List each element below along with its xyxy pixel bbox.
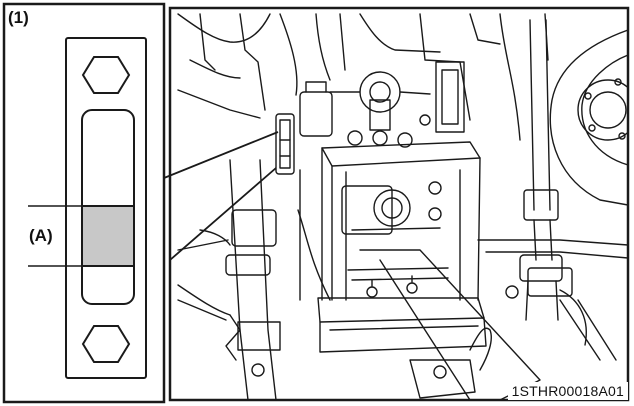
- tractor-rear-drawing: [177, 13, 628, 400]
- gauge-window-icon: [81, 109, 135, 305]
- detail-panel: [2, 2, 166, 404]
- hitch-frame: [297, 141, 487, 353]
- callout-a-label: (A): [29, 226, 53, 245]
- wheel-hub: [549, 29, 628, 206]
- hex-bolt-icon: [81, 56, 131, 94]
- main-panel: [168, 6, 630, 402]
- figure-number: (1): [8, 8, 29, 27]
- sight-glass-on-machine: [275, 113, 295, 175]
- range-indicator: [28, 205, 82, 267]
- hex-bolt-icon: [81, 325, 131, 363]
- sight-gauge: [65, 37, 147, 379]
- callout-lines: [163, 131, 279, 261]
- oil-level-band: [83, 206, 133, 266]
- figure-id: 1STHR00018A01: [507, 382, 628, 400]
